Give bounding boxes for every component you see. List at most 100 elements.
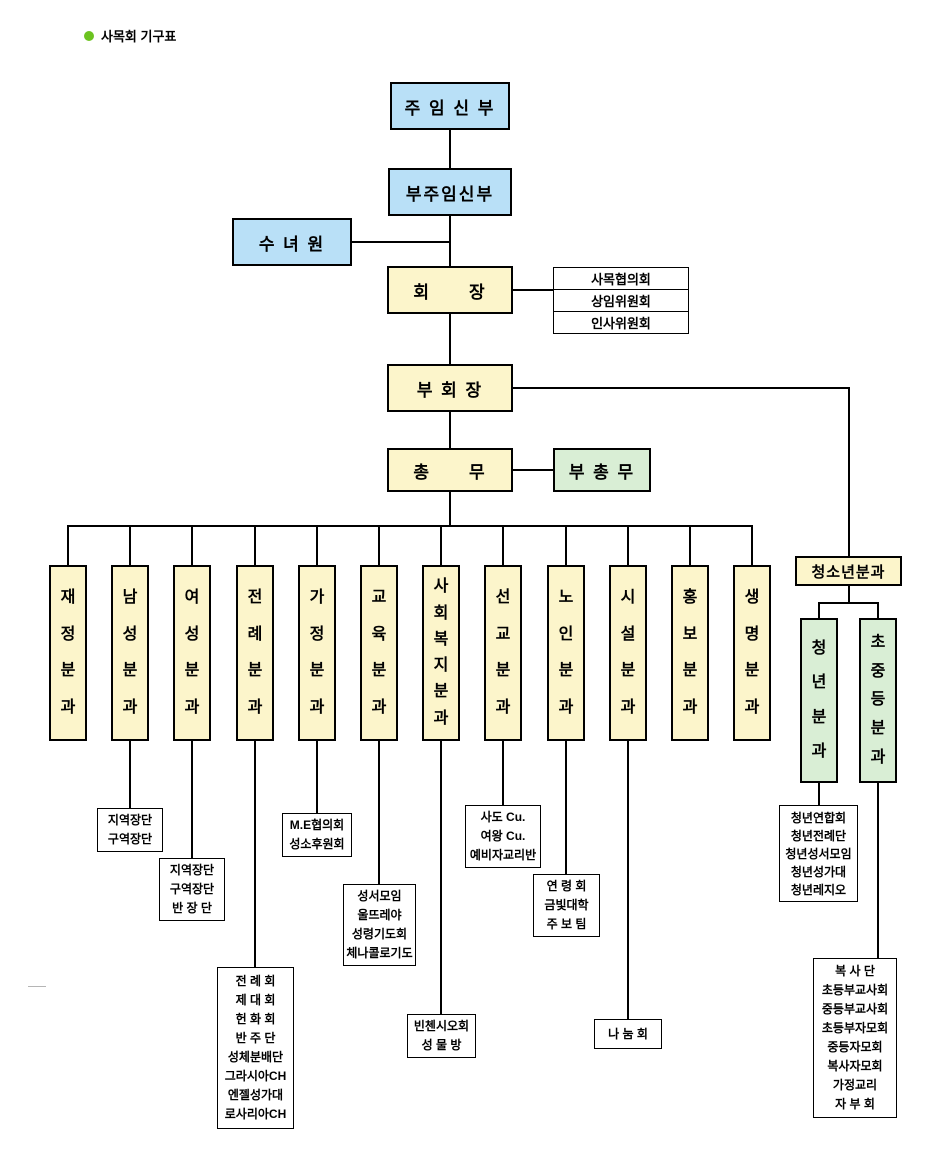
subgroup-line: 성 물 방 xyxy=(421,1038,462,1052)
connector-line xyxy=(440,525,442,565)
subgroup-line: 복 사 단 xyxy=(835,964,875,978)
node-president: 회 장 xyxy=(387,266,513,314)
subgroup-mission: 사도 Cu. 여왕 Cu. 예비자교리반 xyxy=(465,805,541,868)
connector-line xyxy=(513,469,553,471)
connector-line xyxy=(565,525,567,565)
connector-line xyxy=(818,783,820,805)
subgroup-line: 중등부교사회 xyxy=(821,1002,889,1016)
subgroup-line: 빈첸시오회 xyxy=(413,1019,470,1033)
subgroup-line: 금빛대학 xyxy=(544,898,589,912)
subgroup-line: 성소후원회 xyxy=(289,837,345,851)
connector-line xyxy=(848,387,850,556)
subgroup-line: 초등부자모회 xyxy=(821,1021,889,1035)
subgroup-social-welfare: 빈첸시오회 성 물 방 xyxy=(407,1014,476,1058)
subgroup-line: 헌 화 회 xyxy=(235,1012,276,1026)
subgroup-line: 예비자교리반 xyxy=(469,848,537,862)
subgroup-line: 구역장단 xyxy=(107,832,153,846)
connector-line xyxy=(129,741,131,808)
connector-line xyxy=(818,602,820,618)
subgroup-line: 전 례 회 xyxy=(235,974,276,988)
subgroup-line: 성서모임 xyxy=(357,889,402,903)
subgroup-line: 청년전례단 xyxy=(790,828,847,843)
subgroup-line: 사도 Cu. xyxy=(480,810,526,824)
committee-item: 사목협의회 xyxy=(554,268,688,290)
connector-line xyxy=(818,602,879,604)
subgroup-elementary-middle: 복 사 단 초등부교사회 중등부교사회 초등부자모회 중등자모회 복사자모회 가… xyxy=(813,958,897,1118)
node-assistant-chief-priest: 부주임신부 xyxy=(388,168,512,216)
subgroup-line: 복사자모회 xyxy=(827,1059,883,1073)
subgroup-line: 반 장 단 xyxy=(172,901,212,915)
connector-line xyxy=(254,525,256,565)
subgroup-line: 성령기도회 xyxy=(351,927,408,941)
subgroup-line: 나 눔 회 xyxy=(608,1026,648,1041)
connector-line xyxy=(449,130,451,168)
committee-item: 상임위원회 xyxy=(554,290,688,312)
committee-item: 인사위원회 xyxy=(591,316,651,331)
connector-line xyxy=(191,741,193,858)
connector-line xyxy=(191,525,193,565)
subgroup-education: 성서모임 울뜨레야 성령기도회 체나콜로기도 xyxy=(343,884,416,966)
subgroup-line: M.E협의회 xyxy=(289,818,345,832)
node-youth-division: 청소년분과 xyxy=(795,556,902,586)
subgroup-line: 지역장단 xyxy=(169,863,215,877)
bullet-icon xyxy=(84,30,94,41)
connector-line xyxy=(627,525,629,565)
node-general-secretary: 총 무 xyxy=(387,448,513,492)
chart-title-text: 사목회 기구표 xyxy=(101,29,177,44)
connector-line xyxy=(449,314,451,364)
connector-line xyxy=(689,525,691,565)
subgroup-line: 주 보 팀 xyxy=(546,917,587,931)
connector-line xyxy=(848,586,850,603)
subgroup-line: 청년성가대 xyxy=(790,864,847,879)
subgroup-line: 연 령 회 xyxy=(546,879,587,893)
subgroup-line: 로사리아CH xyxy=(224,1107,287,1121)
subgroup-line: 반 주 단 xyxy=(235,1031,276,1045)
subgroup-line: 청년성서모임 xyxy=(785,846,852,861)
connector-line xyxy=(627,741,629,1019)
subgroup-line: 지역장단 xyxy=(107,813,153,827)
subgroup-line: 여왕 Cu. xyxy=(480,829,526,843)
subgroup-line: 체나콜로기도 xyxy=(346,946,413,960)
connector-line xyxy=(254,741,256,967)
node-chief-priest: 주 임 신 부 xyxy=(390,82,510,130)
connector-line xyxy=(440,741,442,1014)
subgroup-line: 그라시아CH xyxy=(224,1069,287,1083)
connector-line xyxy=(316,741,318,813)
node-assistant-general-secretary: 부 총 무 xyxy=(553,448,651,492)
subgroup-elderly: 연 령 회 금빛대학 주 보 팀 xyxy=(533,874,600,937)
connector-line xyxy=(352,241,450,243)
connector-line xyxy=(378,741,380,884)
subgroup-line: 중등자모회 xyxy=(827,1040,883,1054)
node-vice-president: 부 회 장 xyxy=(387,364,513,412)
chart-title: 사목회 기구표 xyxy=(84,26,176,45)
connector-line xyxy=(129,525,131,565)
connector-line xyxy=(67,525,69,565)
connector-line xyxy=(751,525,753,565)
subgroup-liturgy: 전 례 회 제 대 회 헌 화 회 반 주 단 성체분배단 그라시아CH 엔젤성… xyxy=(217,967,294,1129)
subgroup-line: 제 대 회 xyxy=(235,993,276,1007)
connector-line xyxy=(502,741,504,805)
connector-line xyxy=(378,525,380,565)
subgroup-line: 자 부 회 xyxy=(835,1097,875,1111)
